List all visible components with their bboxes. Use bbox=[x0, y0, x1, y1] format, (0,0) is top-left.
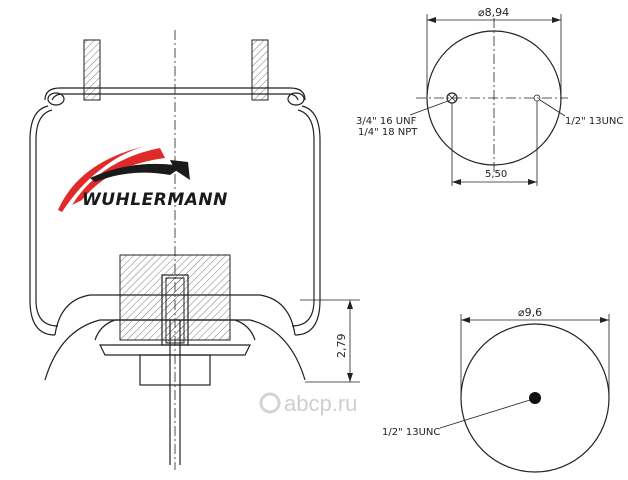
bellows-left bbox=[29, 105, 56, 336]
bottom-diameter-label: ⌀9,6 bbox=[518, 306, 542, 319]
watermark: abcp.ru bbox=[259, 391, 357, 416]
right-port-label: 1/2" 13UNC bbox=[565, 116, 623, 127]
left-port-label-1: 3/4" 16 UNF bbox=[356, 116, 417, 127]
left-port-label-2: 1/4" 18 NPT bbox=[358, 127, 418, 138]
top-view: ⌀8,94 5,50 3/4" 16 UNF 1/4" 18 NPT 1/2" … bbox=[356, 6, 623, 186]
center-port bbox=[529, 392, 541, 404]
bellows-right bbox=[294, 105, 321, 336]
top-diameter-label: ⌀8,94 bbox=[478, 6, 509, 19]
side-view: 2,79 bbox=[29, 30, 360, 470]
hole-spacing-label: 5,50 bbox=[485, 169, 507, 180]
brand-logo: WUHLERMANN bbox=[58, 145, 228, 212]
watermark-text: abcp.ru bbox=[284, 391, 357, 416]
piston-height-label: 2,79 bbox=[335, 334, 348, 359]
brand-name: WUHLERMANN bbox=[82, 190, 228, 210]
bead-plate bbox=[44, 87, 306, 101]
bottom-view: ⌀9,6 1/2" 13UNC bbox=[382, 306, 610, 473]
mounting-stud-left bbox=[83, 39, 101, 101]
center-port-label: 1/2" 13UNC bbox=[382, 427, 440, 438]
mounting-stud-right bbox=[251, 39, 269, 101]
